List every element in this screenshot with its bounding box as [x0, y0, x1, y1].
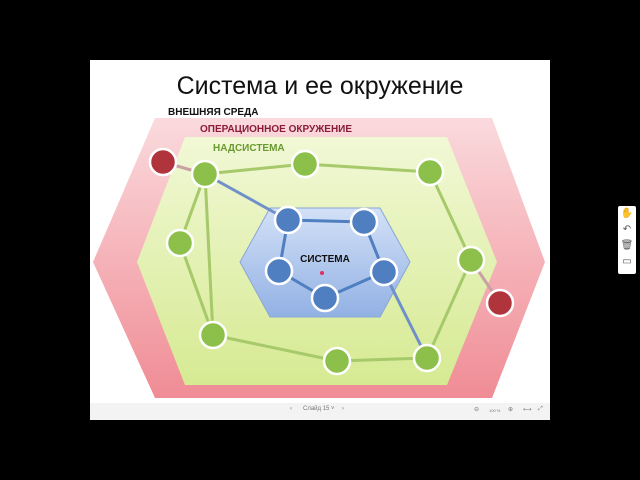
supersystem-node: [412, 343, 442, 373]
label-supersystem: НАДСИСТЕМА: [213, 143, 285, 154]
edge: [425, 259, 473, 359]
edge: [204, 162, 306, 176]
side-toolbar: ✋ ↶ 🗑 ▭: [618, 206, 636, 274]
slide-title: Система и ее окружение: [176, 72, 464, 100]
supersystem-node: [322, 346, 352, 376]
slide-selector[interactable]: Слайд 15: [303, 406, 330, 412]
undo-icon[interactable]: ↶: [622, 224, 632, 235]
external-node: [148, 147, 178, 177]
chevron-down-icon[interactable]: ˅: [331, 406, 335, 412]
trash-icon[interactable]: 🗑: [620, 240, 634, 251]
fit-width-button[interactable]: ⟷: [523, 407, 532, 413]
laser-pointer: [320, 271, 324, 275]
edge: [336, 356, 428, 363]
system-node: [369, 257, 399, 287]
supersystem-node: [456, 245, 486, 275]
label-outer: ВНЕШНЯЯ СРЕДА: [168, 107, 258, 118]
edge: [304, 162, 431, 174]
whiteboard-icon[interactable]: ▭: [622, 256, 632, 267]
next-slide-button[interactable]: ›: [342, 406, 344, 412]
zoom-in-button[interactable]: ⊕: [508, 407, 514, 413]
system-diagram: ВНЕШНЯЯ СРЕДА ОПЕРАЦИОННОЕ ОКРУЖЕНИЕ НАД…: [93, 107, 545, 398]
supersystem-node: [290, 149, 320, 179]
supersystem-node: [190, 159, 220, 189]
supersystem-node: [165, 228, 195, 258]
edge: [428, 171, 473, 261]
label-operational: ОПЕРАЦИОННОЕ ОКРУЖЕНИЕ: [200, 124, 352, 135]
zoom-level: 100 %: [489, 408, 501, 413]
edge: [203, 173, 215, 336]
system-node: [349, 207, 379, 237]
edge: [204, 172, 289, 222]
zoom-out-button[interactable]: ⊖: [474, 407, 480, 413]
system-node: [310, 283, 340, 313]
fullscreen-button[interactable]: ⤢: [538, 406, 543, 412]
supersystem-node: [198, 320, 228, 350]
edge: [212, 333, 338, 363]
edge: [382, 271, 429, 359]
system-node: [264, 256, 294, 286]
slide: ВНЕШНЯЯ СРЕДА ОПЕРАЦИОННОЕ ОКРУЖЕНИЕ НАД…: [90, 60, 550, 420]
supersystem-node: [415, 157, 445, 187]
edge: [178, 242, 215, 336]
external-node: [485, 288, 515, 318]
system-node: [273, 205, 303, 235]
label-system: СИСТЕМА: [300, 254, 350, 265]
bottom-bar: ‹ Слайд 15 ˅ › ⊖ 100 % ⊕ ⟷ ⤢: [90, 403, 550, 420]
prev-slide-button[interactable]: ‹: [290, 406, 292, 412]
hand-icon[interactable]: ✋: [620, 208, 634, 219]
